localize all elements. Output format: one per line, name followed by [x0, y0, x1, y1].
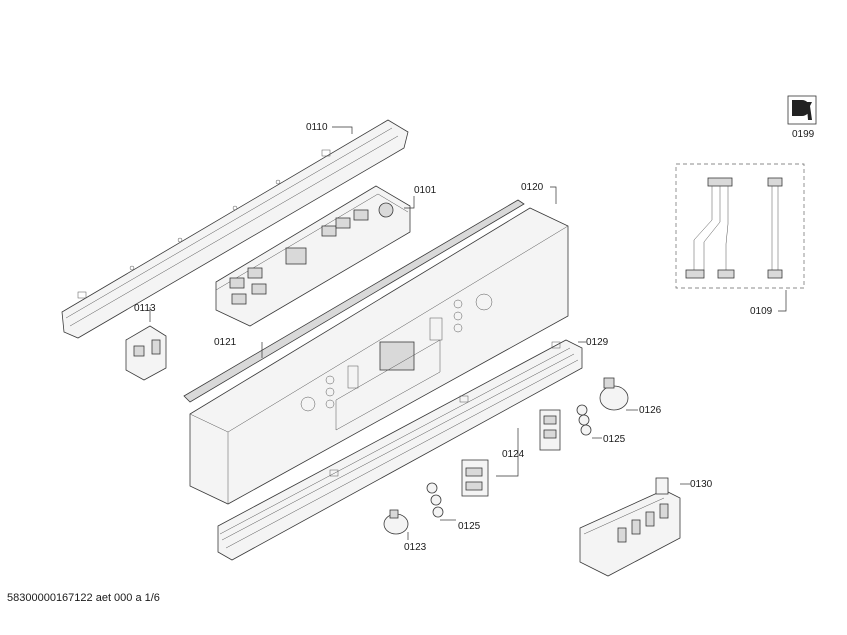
label-0125-upper: 0125 [603, 434, 626, 445]
label-0123: 0123 [404, 542, 427, 553]
label-0124: 0124 [502, 449, 525, 460]
service-wrench-icon [787, 95, 817, 125]
label-0113: 0113 [134, 303, 156, 314]
part-0123-knob [383, 509, 409, 535]
label-0125-lower: 0125 [458, 521, 481, 532]
part-0109-wiring-kit [675, 163, 805, 289]
label-0110: 0110 [306, 122, 328, 133]
label-0129: 0129 [586, 337, 609, 348]
part-0101-control-board [215, 185, 411, 327]
drawing-reference-footer: 58300000167122 aet 000 a 1/6 [7, 592, 160, 604]
label-0126: 0126 [639, 405, 662, 416]
part-0129-lower-trim [217, 339, 583, 561]
part-0126-knob [599, 377, 629, 411]
label-0130: 0130 [690, 479, 713, 490]
part-0110-rail [61, 119, 409, 339]
part-0125-upper-buttons [576, 404, 592, 436]
label-0109: 0109 [750, 306, 773, 317]
label-0121: 0121 [214, 337, 237, 348]
part-0124-button-blocks [461, 409, 561, 497]
label-0101: 0101 [414, 185, 437, 196]
part-0120-fascia-panel [189, 207, 569, 505]
label-0120: 0120 [521, 182, 544, 193]
part-0113-bracket [125, 325, 167, 381]
part-0121-seal-strip [183, 199, 525, 403]
part-0130-holder [579, 477, 681, 577]
label-0199: 0199 [792, 129, 815, 140]
part-0125-lower-buttons [426, 482, 444, 518]
